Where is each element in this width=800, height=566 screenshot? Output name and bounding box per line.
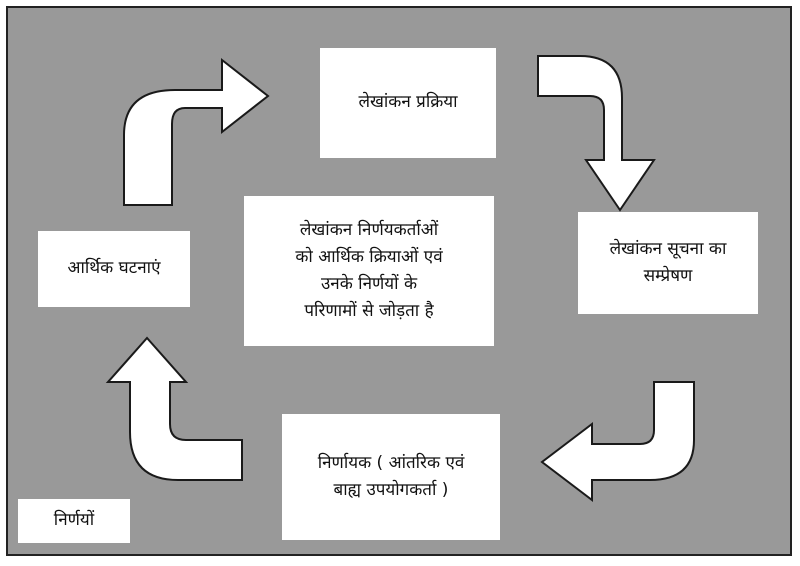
center-line-3: उनके निर्णयों के — [320, 274, 418, 294]
node-decisions: निर्णयों — [18, 499, 130, 543]
node-decision-makers: निर्णायक ( आंतरिक एवं बाह्य उपयोगकर्ता ) — [282, 414, 500, 540]
arrow-process-to-communication — [537, 55, 656, 212]
arrow-communication-to-decisionmakers — [540, 381, 695, 503]
node-accounting-process: लेखांकन प्रक्रिया — [320, 48, 496, 158]
node-economic-events-label: आर्थिक घटनाएं — [67, 258, 161, 279]
arrow-decisionmakers-to-events — [105, 336, 243, 481]
node-communication-line-1: लेखांकन सूचना का — [609, 238, 727, 259]
node-economic-events: आर्थिक घटनाएं — [38, 231, 190, 307]
node-decision-makers-line-1: निर्णायक ( आंतरिक एवं — [317, 452, 465, 473]
center-description: लेखांकन निर्णयकर्ताओं को आर्थिक क्रियाओं… — [244, 196, 494, 346]
center-line-4: परिणामों से जोड़ता है — [304, 301, 434, 322]
node-decision-makers-line-2: बाह्य उपयोगकर्ता ) — [333, 480, 449, 500]
node-accounting-process-label: लेखांकन प्रक्रिया — [358, 92, 458, 113]
center-line-2: को आर्थिक क्रियाओं एवं — [295, 246, 443, 267]
center-line-1: लेखांकन निर्णयकर्ताओं — [299, 219, 439, 240]
arrow-events-to-process — [123, 57, 270, 206]
node-decisions-label: निर्णयों — [53, 510, 95, 531]
node-communication-line-2: सम्प्रेषण — [643, 266, 693, 286]
node-communication: लेखांकन सूचना का सम्प्रेषण — [578, 212, 758, 314]
